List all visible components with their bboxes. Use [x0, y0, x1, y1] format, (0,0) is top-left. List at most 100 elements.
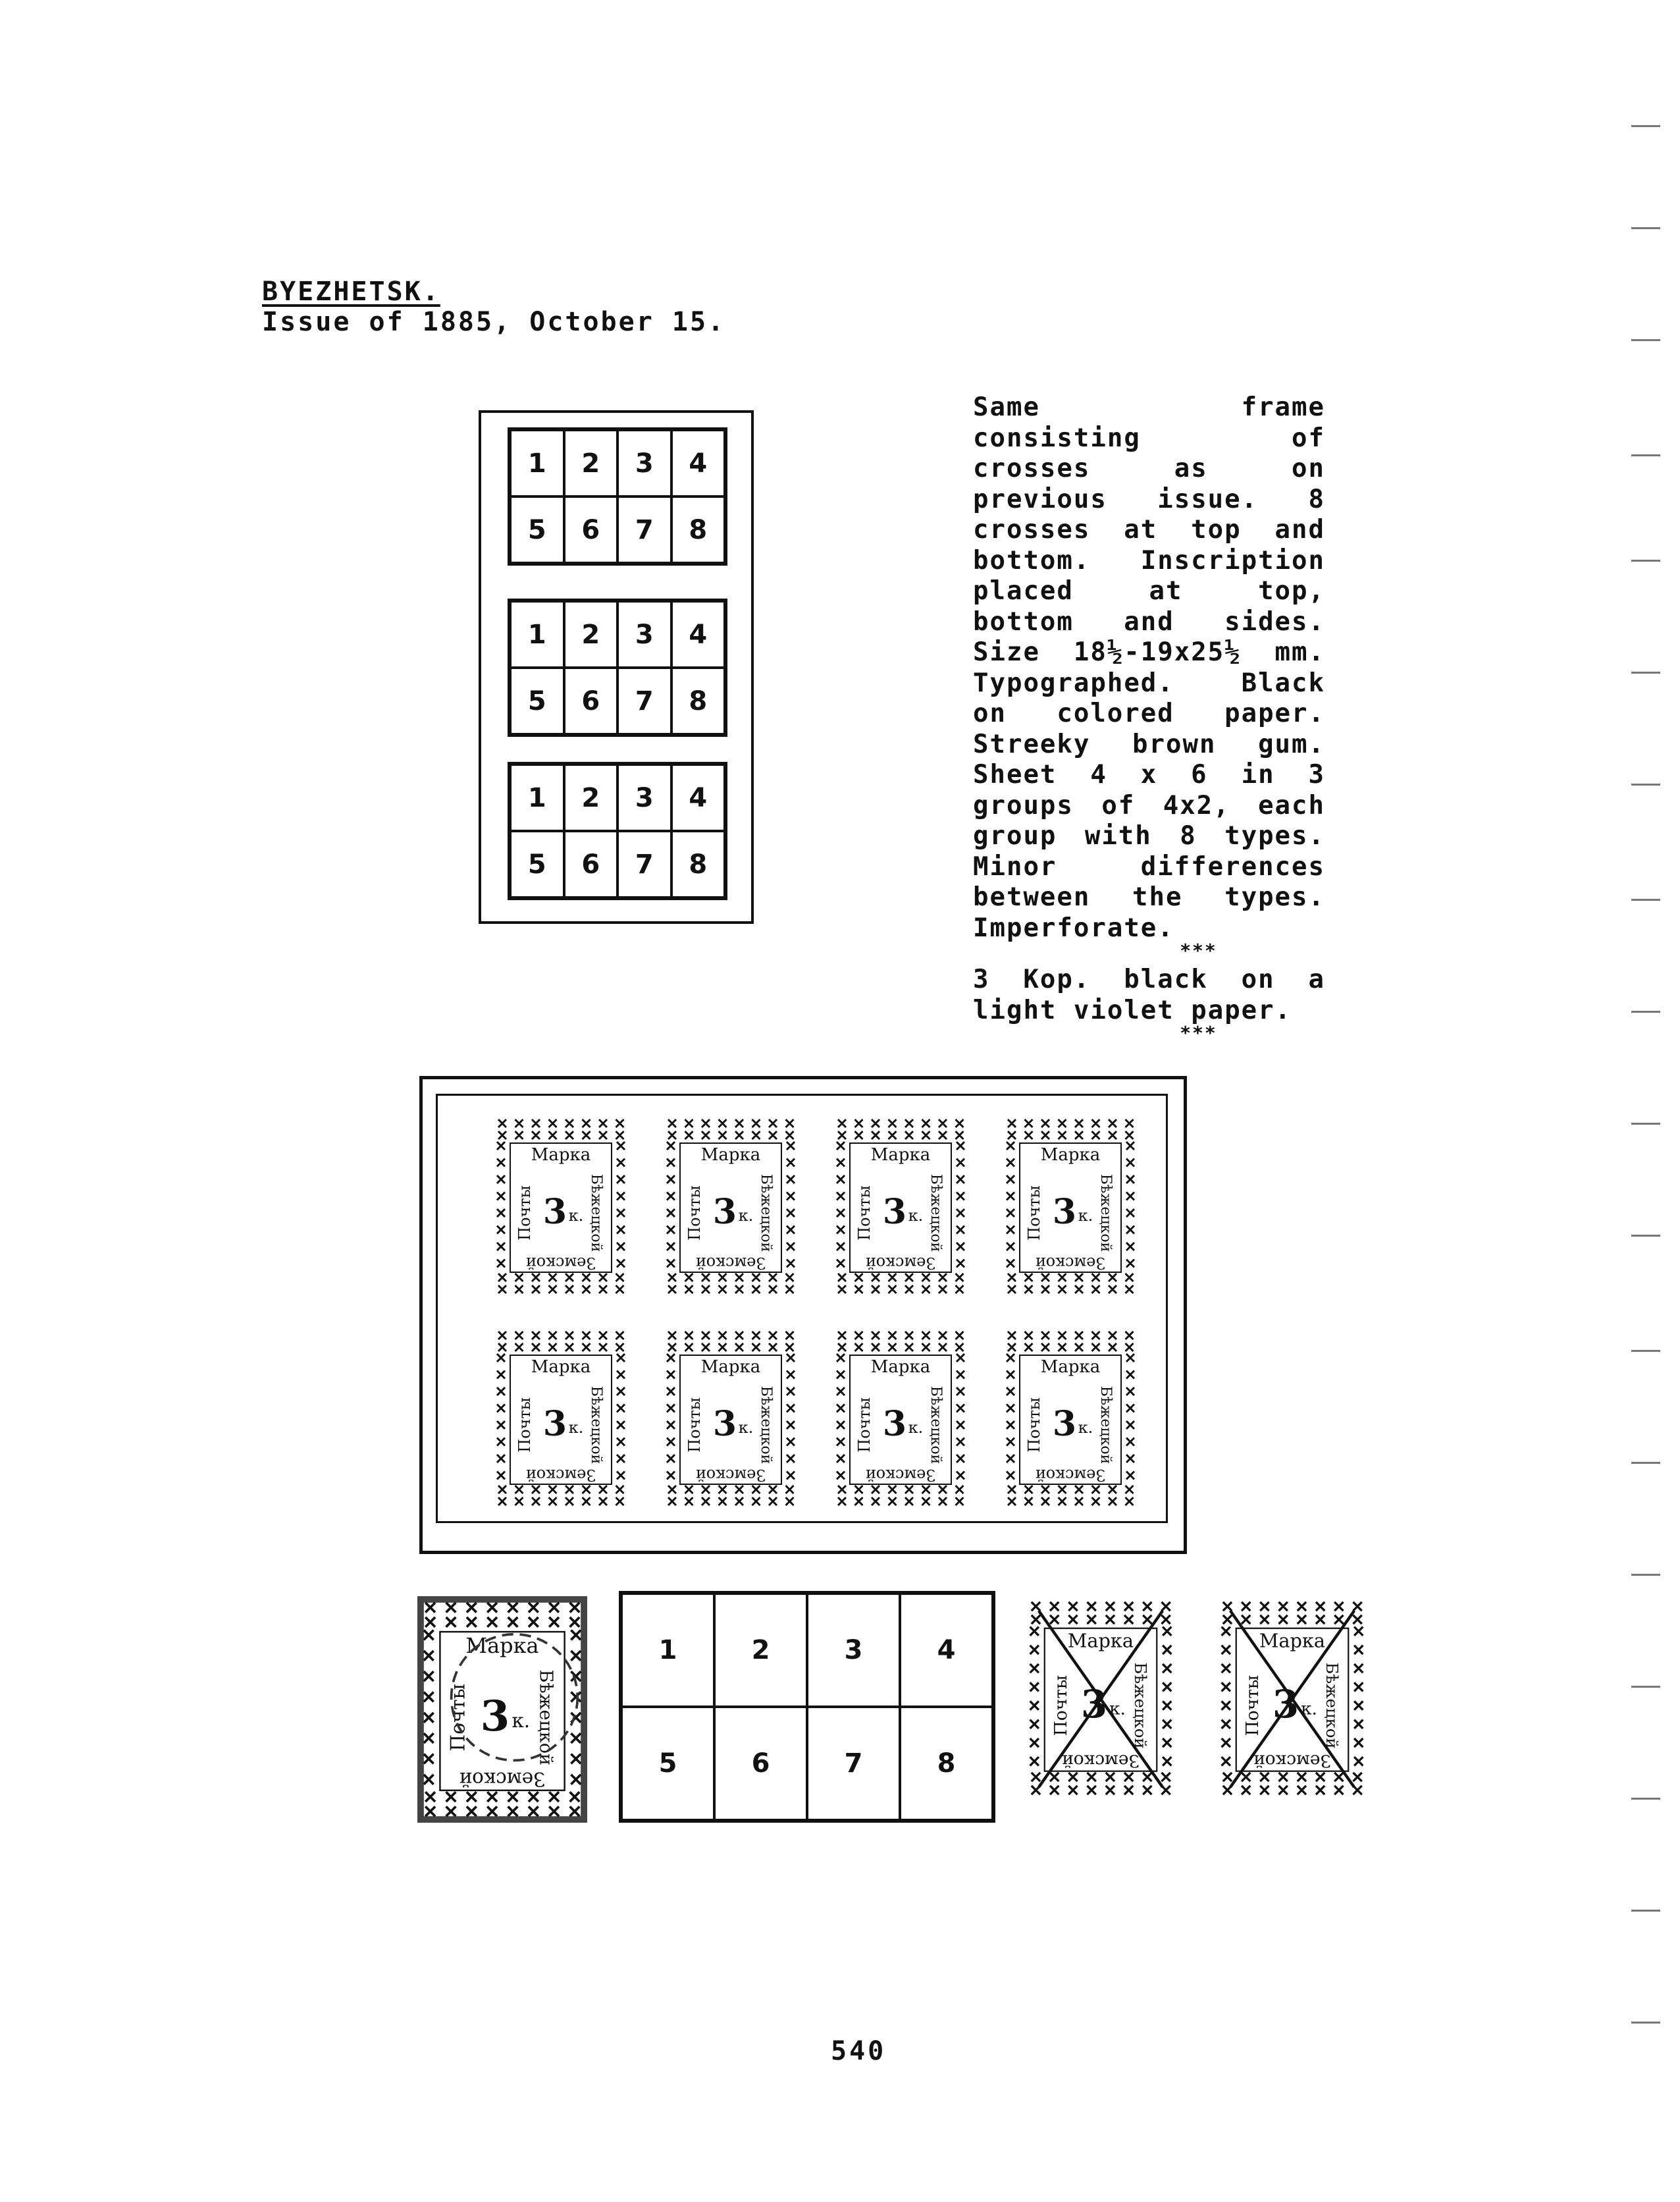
type-cell: 2	[564, 765, 617, 831]
type-cell: 4	[671, 430, 725, 497]
svg-text:Земской: Земской	[1036, 1254, 1106, 1272]
description-body: Same frame consisting of crosses as on p…	[973, 392, 1325, 943]
svg-text:Почты: Почты	[855, 1397, 874, 1453]
svg-text:Бѣжецкой: Бѣжецкой	[1323, 1663, 1342, 1749]
svg-text:Почты: Почты	[1051, 1675, 1071, 1736]
svg-text:к.: к.	[908, 1206, 924, 1225]
type-cell: 7	[617, 831, 671, 898]
svg-text:Марка: Марка	[1041, 1145, 1101, 1165]
svg-text:к.: к.	[739, 1206, 754, 1225]
svg-text:Марка: Марка	[701, 1357, 761, 1377]
svg-text:Бѣжецкой: Бѣжецкой	[1097, 1386, 1114, 1464]
position-cell: 4	[900, 1594, 993, 1707]
svg-text:Почты: Почты	[685, 1185, 704, 1241]
svg-text:Почты: Почты	[515, 1185, 534, 1241]
sheet-diagram: 1 2 3 4 5 6 7 8 1 2 3 4 5 6 7 8 1 2 3 4 …	[479, 410, 754, 924]
type-cell: 4	[671, 601, 725, 668]
svg-text:Марка: Марка	[1259, 1630, 1325, 1652]
svg-text:Земской: Земской	[866, 1254, 936, 1272]
type-cell: 3	[617, 765, 671, 831]
binder-edge	[1627, 0, 1680, 2202]
position-cell: 2	[714, 1594, 807, 1707]
type-cell: 8	[671, 497, 725, 563]
type-cell: 8	[671, 668, 725, 734]
type-cell: 5	[510, 497, 564, 563]
svg-text:3: 3	[1053, 1404, 1076, 1444]
type-cell: 8	[671, 831, 725, 898]
svg-text:Земской: Земской	[459, 1768, 545, 1790]
position-cell: 8	[900, 1707, 993, 1820]
sheet-group-3: 1 2 3 4 5 6 7 8	[508, 762, 727, 900]
svg-text:Земской: Земской	[526, 1466, 596, 1484]
svg-text:Бѣжецкой: Бѣжецкой	[758, 1174, 774, 1252]
type-cell: 2	[564, 601, 617, 668]
svg-text:Марка: Марка	[1068, 1630, 1134, 1652]
type-cell: 1	[510, 765, 564, 831]
svg-text:Почты: Почты	[515, 1397, 534, 1453]
type-cell: 6	[564, 831, 617, 898]
svg-text:Бѣжецкой: Бѣжецкой	[536, 1670, 556, 1766]
svg-text:Земской: Земской	[696, 1254, 766, 1272]
svg-text:3: 3	[1053, 1192, 1076, 1232]
positions-grid: 1 2 3 4 5 6 7 8	[619, 1591, 995, 1823]
sheet-group-2: 1 2 3 4 5 6 7 8	[508, 599, 727, 737]
type-cell: 6	[564, 668, 617, 734]
sheet-group-1: 1 2 3 4 5 6 7 8	[508, 427, 727, 566]
svg-text:Бѣжецкой: Бѣжецкой	[1131, 1663, 1150, 1749]
svg-text:к.: к.	[739, 1418, 754, 1437]
svg-text:Земской: Земской	[1253, 1750, 1331, 1771]
type-cell: 1	[510, 601, 564, 668]
svg-text:Бѣжецкой: Бѣжецкой	[758, 1386, 774, 1464]
type-cell: 2	[564, 430, 617, 497]
svg-text:Марка: Марка	[871, 1145, 931, 1165]
type-cell: 3	[617, 430, 671, 497]
svg-text:Бѣжецкой: Бѣжецкой	[588, 1386, 604, 1464]
separator: ***	[1180, 1022, 1217, 1044]
position-cell: 6	[714, 1707, 807, 1820]
position-cell: 3	[807, 1594, 900, 1707]
svg-text:Марка: Марка	[531, 1145, 591, 1165]
svg-text:Земской: Земской	[526, 1254, 596, 1272]
svg-text:3: 3	[883, 1192, 906, 1232]
page-number: 540	[831, 2036, 887, 2066]
svg-text:Марка: Марка	[871, 1357, 931, 1377]
svg-text:к.: к.	[569, 1206, 584, 1225]
svg-text:Почты: Почты	[1242, 1675, 1263, 1736]
svg-text:3: 3	[713, 1404, 737, 1444]
svg-text:Земской: Земской	[1036, 1466, 1106, 1484]
type-cell: 1	[510, 430, 564, 497]
svg-text:Почты: Почты	[1025, 1185, 1043, 1241]
type-cell: 6	[564, 497, 617, 563]
type-cell: 5	[510, 831, 564, 898]
svg-text:Почты: Почты	[855, 1185, 874, 1241]
svg-text:Бѣжецкой: Бѣжецкой	[1097, 1174, 1114, 1252]
svg-text:Почты: Почты	[1025, 1397, 1043, 1453]
type-cell: 7	[617, 668, 671, 734]
separator: ***	[1180, 940, 1217, 961]
svg-text:Марка: Марка	[531, 1357, 591, 1377]
svg-text:к.: к.	[512, 1709, 530, 1732]
type-cell: 4	[671, 765, 725, 831]
type-cell: 3	[617, 601, 671, 668]
description: Same frame consisting of crosses as on p…	[973, 392, 1325, 1044]
